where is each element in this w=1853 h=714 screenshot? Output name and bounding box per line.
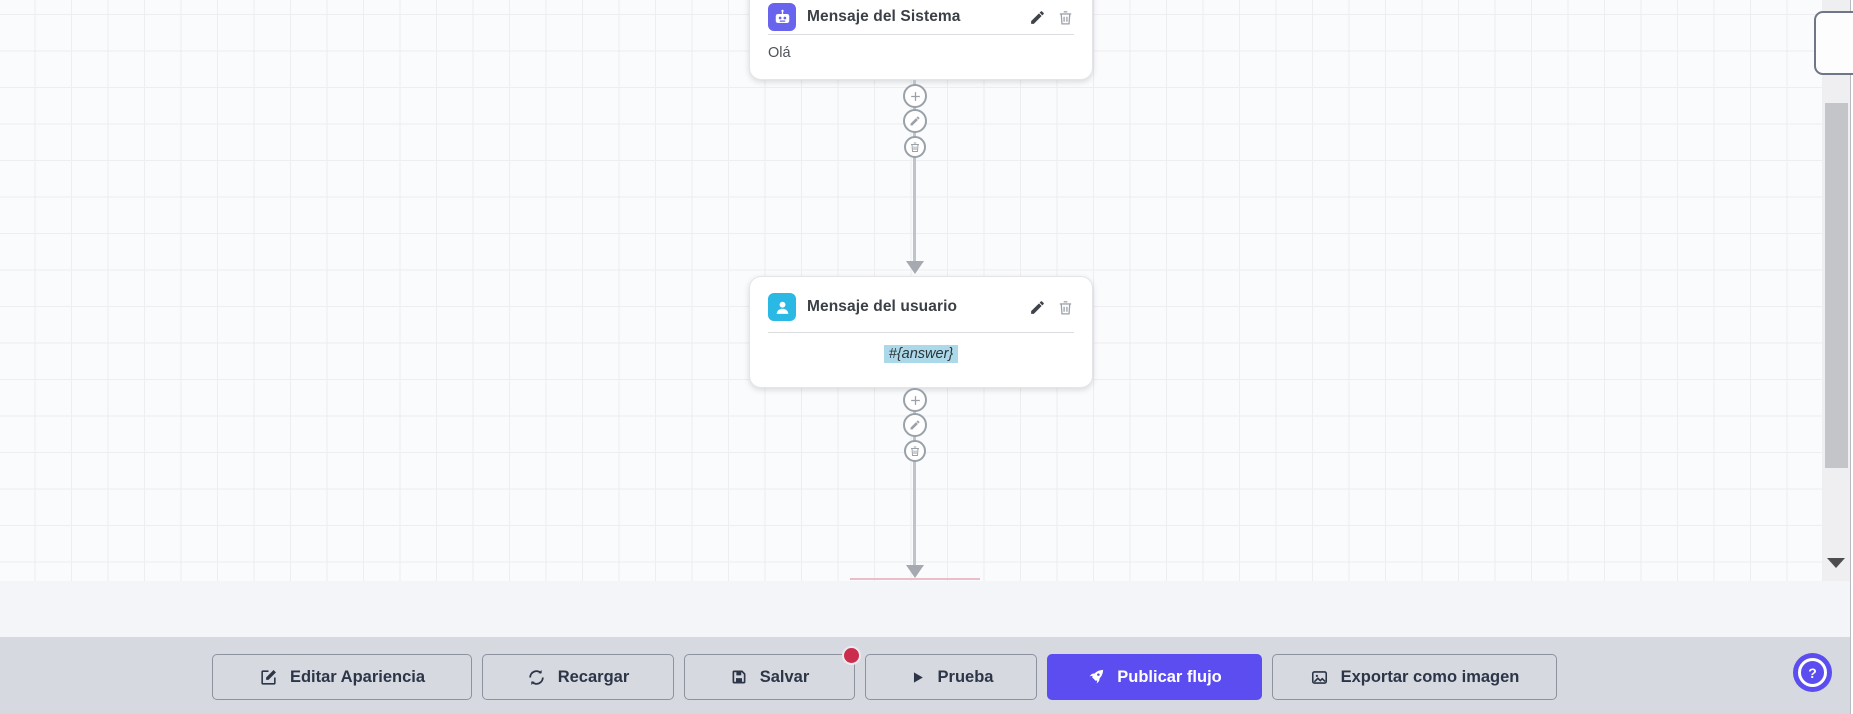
- node-content: Olá: [768, 45, 791, 61]
- node-system-message[interactable]: Mensaje del Sistema Olá: [749, 0, 1093, 80]
- node-content: #{answer}: [750, 333, 1092, 363]
- help-button[interactable]: ?: [1793, 653, 1832, 692]
- delete-node-button[interactable]: [1056, 8, 1074, 26]
- delete-connection-button[interactable]: [904, 136, 926, 158]
- connector-line: [913, 80, 916, 262]
- user-icon: [768, 293, 796, 321]
- button-label: Editar Apariencia: [289, 667, 426, 686]
- edit-node-button[interactable]: [1028, 8, 1046, 26]
- button-label: Salvar: [759, 667, 810, 686]
- connector-arrow: [905, 565, 924, 578]
- next-node-edge: [850, 578, 980, 580]
- robot-icon: [768, 3, 796, 31]
- test-button[interactable]: Prueba: [865, 654, 1037, 700]
- button-label: Prueba: [937, 667, 994, 686]
- add-node-button[interactable]: [903, 84, 927, 108]
- vertical-scrollbar-thumb[interactable]: [1825, 103, 1848, 468]
- flow-canvas[interactable]: Mensaje del Sistema Olá: [0, 0, 1853, 581]
- rocket-icon: [1087, 668, 1105, 686]
- export-image-button[interactable]: Exportar como imagen: [1272, 654, 1557, 700]
- image-icon: [1310, 668, 1329, 687]
- node-title: Mensaje del Sistema: [807, 8, 961, 25]
- edit-appearance-button[interactable]: Editar Apariencia: [212, 654, 472, 700]
- cutoff-corner-panel: [1814, 11, 1853, 75]
- button-label: Exportar como imagen: [1340, 667, 1520, 686]
- canvas-footer-band: [0, 581, 1853, 637]
- delete-node-button[interactable]: [1056, 298, 1074, 316]
- save-icon: [730, 668, 748, 686]
- node-header: Mensaje del usuario: [750, 293, 1092, 321]
- node-user-message[interactable]: Mensaje del usuario #{answer}: [749, 276, 1093, 388]
- node-divider: [768, 332, 1074, 333]
- publish-flow-button[interactable]: Publicar flujo: [1047, 654, 1262, 700]
- node-title: Mensaje del usuario: [807, 298, 958, 315]
- refresh-icon: [527, 668, 546, 687]
- node-divider: [768, 34, 1074, 35]
- reload-button[interactable]: Recargar: [482, 654, 674, 700]
- variable-token[interactable]: #{answer}: [883, 345, 959, 363]
- connector-line: [913, 388, 916, 566]
- button-label: Recargar: [557, 667, 630, 686]
- unsaved-changes-badge: [842, 646, 861, 665]
- edit-node-button[interactable]: [1028, 298, 1046, 316]
- edit-connection-button[interactable]: [903, 413, 927, 437]
- toolbar-buttons: Editar Apariencia Recargar: [212, 646, 1557, 700]
- play-icon: [909, 669, 926, 686]
- button-label: Publicar flujo: [1117, 667, 1222, 686]
- scroll-down-arrow[interactable]: [1827, 558, 1845, 568]
- connector-arrow: [905, 261, 924, 274]
- window-right-edge: [1850, 0, 1853, 714]
- bottom-toolbar: Editar Apariencia Recargar: [0, 637, 1853, 714]
- add-node-button[interactable]: [903, 388, 927, 412]
- node-header: Mensaje del Sistema: [750, 3, 1092, 31]
- delete-connection-button[interactable]: [904, 440, 926, 462]
- question-icon: ?: [1798, 658, 1827, 687]
- edit-connection-button[interactable]: [903, 109, 927, 133]
- edit-square-icon: [259, 668, 278, 687]
- save-button[interactable]: Salvar: [684, 646, 861, 700]
